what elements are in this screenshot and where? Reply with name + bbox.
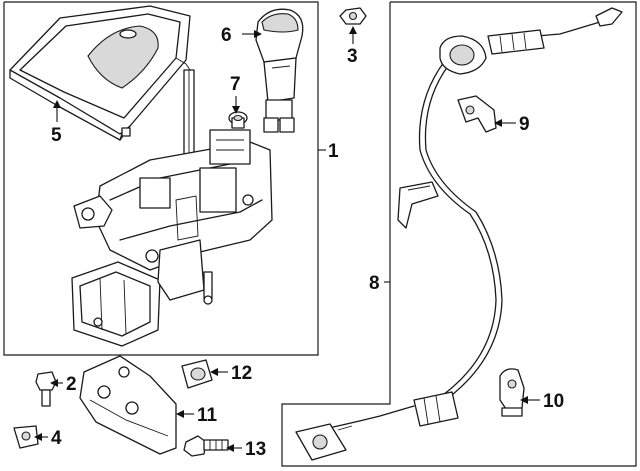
shift-bezel-part xyxy=(9,5,191,141)
push-pin-part xyxy=(228,111,248,129)
callout-12: 12 xyxy=(231,363,252,384)
shift-cable-part xyxy=(295,7,623,461)
cable-assembly-frame xyxy=(281,1,637,467)
callout-13: 13 xyxy=(245,439,266,460)
clip-nut-part xyxy=(13,425,39,449)
callout-9: 9 xyxy=(519,114,530,135)
retainer-clip-part xyxy=(499,368,525,417)
callout-8: 8 xyxy=(369,273,380,294)
mounting-bracket-part xyxy=(79,355,177,455)
cable-bracket-clip-part xyxy=(457,95,497,133)
grommet-part xyxy=(181,359,213,389)
nut-part xyxy=(339,7,367,25)
callout-2: 2 xyxy=(66,374,77,395)
callout-4: 4 xyxy=(51,428,62,449)
callout-1: 1 xyxy=(328,141,339,162)
shifter-assembly-part xyxy=(71,69,273,347)
callout-5: 5 xyxy=(51,125,62,146)
callout-11: 11 xyxy=(197,405,218,426)
callout-6: 6 xyxy=(221,25,232,46)
callout-leaders xyxy=(34,26,540,452)
shifter-assembly-frame xyxy=(3,1,319,356)
bolt-part xyxy=(35,371,57,407)
callout-3: 3 xyxy=(347,46,358,67)
stud-bolt-part xyxy=(183,435,229,457)
callout-10: 10 xyxy=(543,391,564,412)
callout-7: 7 xyxy=(230,74,241,95)
shift-knob-part xyxy=(255,8,304,133)
